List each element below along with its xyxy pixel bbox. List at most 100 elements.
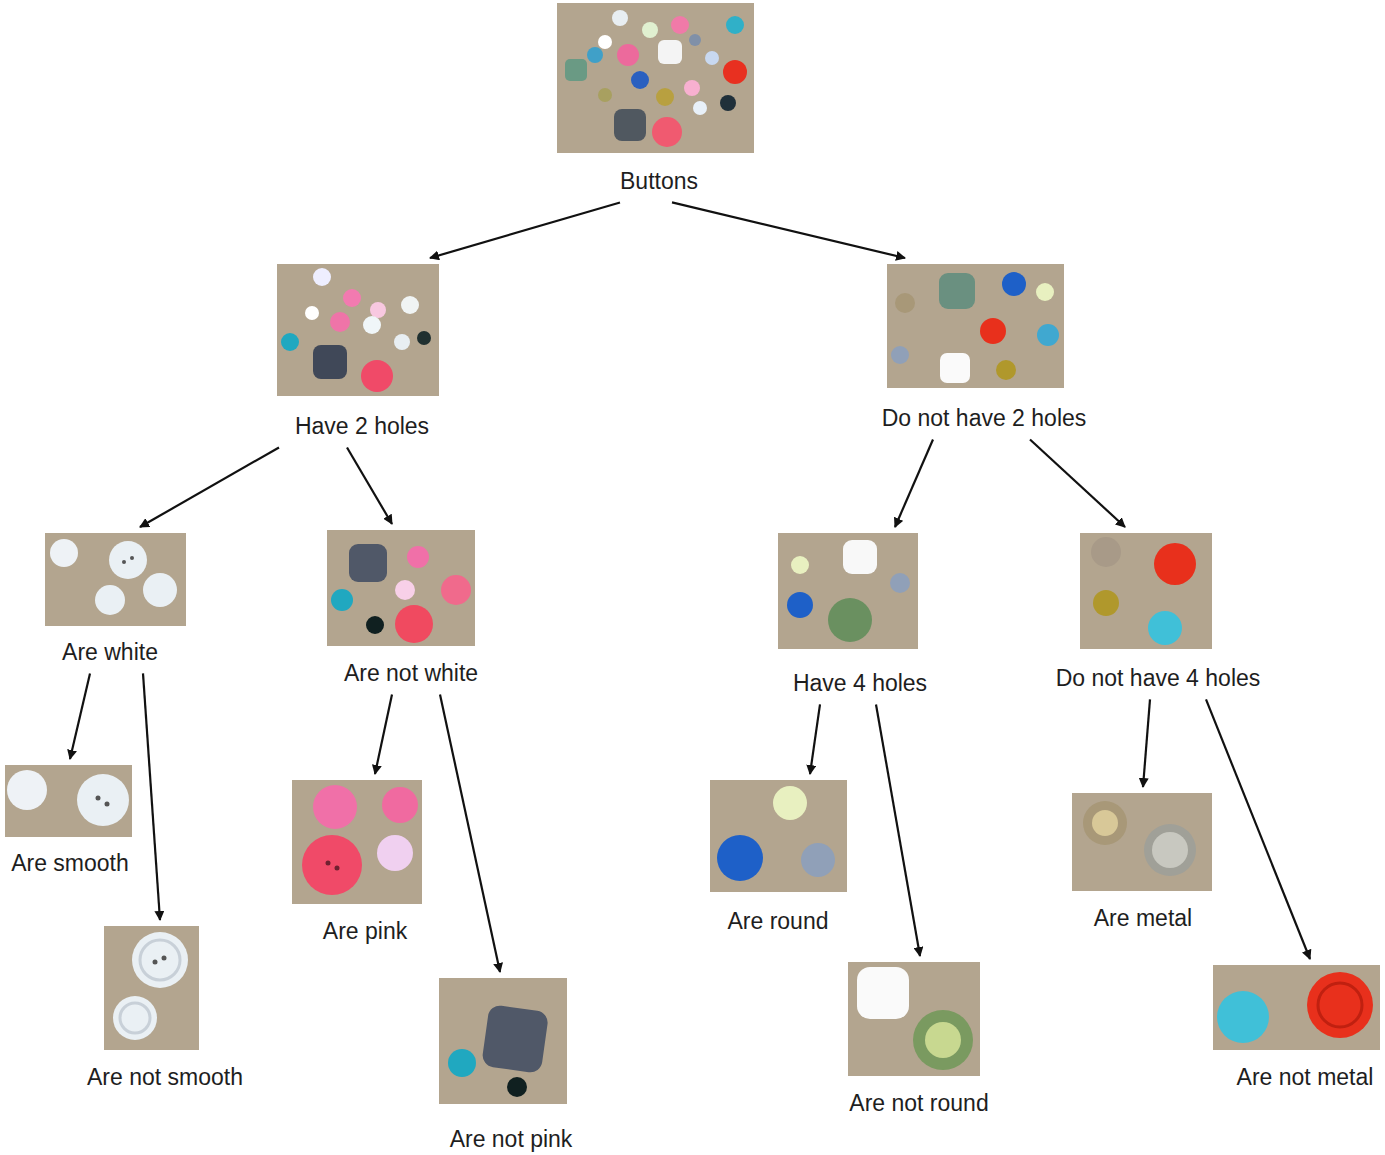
photo-part: [1154, 543, 1196, 585]
category-node: Are pink: [292, 780, 422, 946]
photo-part: [335, 866, 340, 871]
category-node: Buttons: [557, 3, 754, 196]
photo-part: [1091, 537, 1121, 567]
category-node: Are metal: [1072, 793, 1212, 933]
photo-not-smooth: [104, 926, 199, 1050]
arrow-connector: [1030, 439, 1125, 527]
category-label: Buttons: [620, 168, 698, 194]
photo-part: [557, 3, 754, 153]
category-node: Are not round: [845, 962, 992, 1118]
photo-part: [113, 996, 157, 1040]
photo-part: [481, 1004, 549, 1074]
category-label: Are metal: [1094, 905, 1192, 931]
photo-part: [401, 296, 419, 314]
category-node: Are smooth: [5, 765, 133, 878]
category-node: Have 4 holes: [778, 533, 931, 698]
photo-not-four-holes: [1080, 533, 1212, 649]
photo-part: [105, 802, 110, 807]
photo-part: [120, 1003, 150, 1033]
arrow-connector: [672, 202, 905, 258]
photo-four-holes: [778, 533, 918, 649]
photo-smooth: [5, 765, 132, 837]
arrow-connector: [430, 202, 620, 258]
category-label: Are pink: [323, 918, 407, 944]
photo-part: [366, 616, 384, 634]
photo-part: [7, 770, 47, 810]
photo-part: [891, 346, 909, 364]
photo-part: [45, 533, 186, 626]
photo-part: [349, 544, 387, 582]
photo-part: [848, 962, 980, 1076]
photo-part: [95, 585, 125, 615]
photo-part: [652, 117, 682, 147]
photo-part: [331, 589, 353, 611]
photo-part: [671, 16, 689, 34]
photo-part: [302, 835, 362, 895]
photo-part: [130, 556, 134, 560]
photo-part: [693, 101, 707, 115]
category-label: Are not pink: [450, 1126, 573, 1152]
photo-part: [382, 787, 418, 823]
photo-part: [642, 22, 658, 38]
photo-part: [925, 1022, 961, 1058]
photo-part: [1093, 590, 1119, 616]
photo-part: [327, 530, 475, 646]
photo-part: [439, 978, 567, 1104]
photo-part: [305, 306, 319, 320]
photo-part: [887, 264, 1064, 388]
photo-part: [122, 560, 126, 564]
photo-part: [104, 926, 199, 1050]
category-label: Are smooth: [11, 850, 129, 876]
photo-part: [656, 88, 674, 106]
photo-part: [417, 331, 431, 345]
photo-part: [143, 573, 177, 607]
photo-part: [313, 345, 347, 379]
photo-not-metal: [1213, 965, 1380, 1050]
photo-part: [507, 1077, 527, 1097]
category-label: Have 4 holes: [793, 670, 927, 696]
photo-part: [980, 318, 1006, 344]
photo-part: [890, 573, 910, 593]
photo-part: [940, 353, 970, 383]
photo-part: [773, 786, 807, 820]
photo-part: [407, 546, 429, 568]
photo-part: [1083, 801, 1127, 845]
arrow-connector: [1143, 699, 1150, 787]
category-label: Are not metal: [1237, 1064, 1374, 1090]
photo-part: [1092, 810, 1118, 836]
photo-part: [448, 1049, 476, 1077]
arrow-connector: [70, 673, 90, 759]
photo-metal: [1072, 793, 1212, 891]
photo-part: [370, 302, 386, 318]
photo-part: [996, 360, 1016, 380]
photo-part: [1002, 272, 1026, 296]
arrow-connector: [140, 447, 279, 527]
photo-part: [939, 273, 975, 309]
photo-part: [598, 35, 612, 49]
arrow-connector: [440, 694, 500, 972]
photo-part: [720, 95, 736, 111]
photo-part: [281, 333, 299, 351]
photo-part: [857, 967, 909, 1019]
photo-not-round: [848, 962, 980, 1076]
photo-part: [153, 960, 158, 965]
photo-part: [377, 835, 413, 871]
photo-part: [132, 932, 188, 988]
photo-pink: [292, 780, 422, 904]
category-node: Are round: [710, 780, 847, 936]
arrow-connector: [347, 447, 392, 524]
photo-part: [330, 312, 350, 332]
photo-part: [395, 580, 415, 600]
photo-part: [77, 774, 129, 826]
category-label: Are not white: [344, 660, 478, 686]
photo-part: [313, 268, 331, 286]
category-label: Are round: [727, 908, 828, 934]
photo-part: [598, 88, 612, 102]
photo-part: [1036, 283, 1054, 301]
photo-part: [361, 360, 393, 392]
photo-part: [778, 533, 918, 649]
photo-part: [587, 47, 603, 63]
photo-not-two-holes: [887, 264, 1064, 388]
photo-part: [895, 293, 915, 313]
photo-part: [1144, 824, 1196, 876]
